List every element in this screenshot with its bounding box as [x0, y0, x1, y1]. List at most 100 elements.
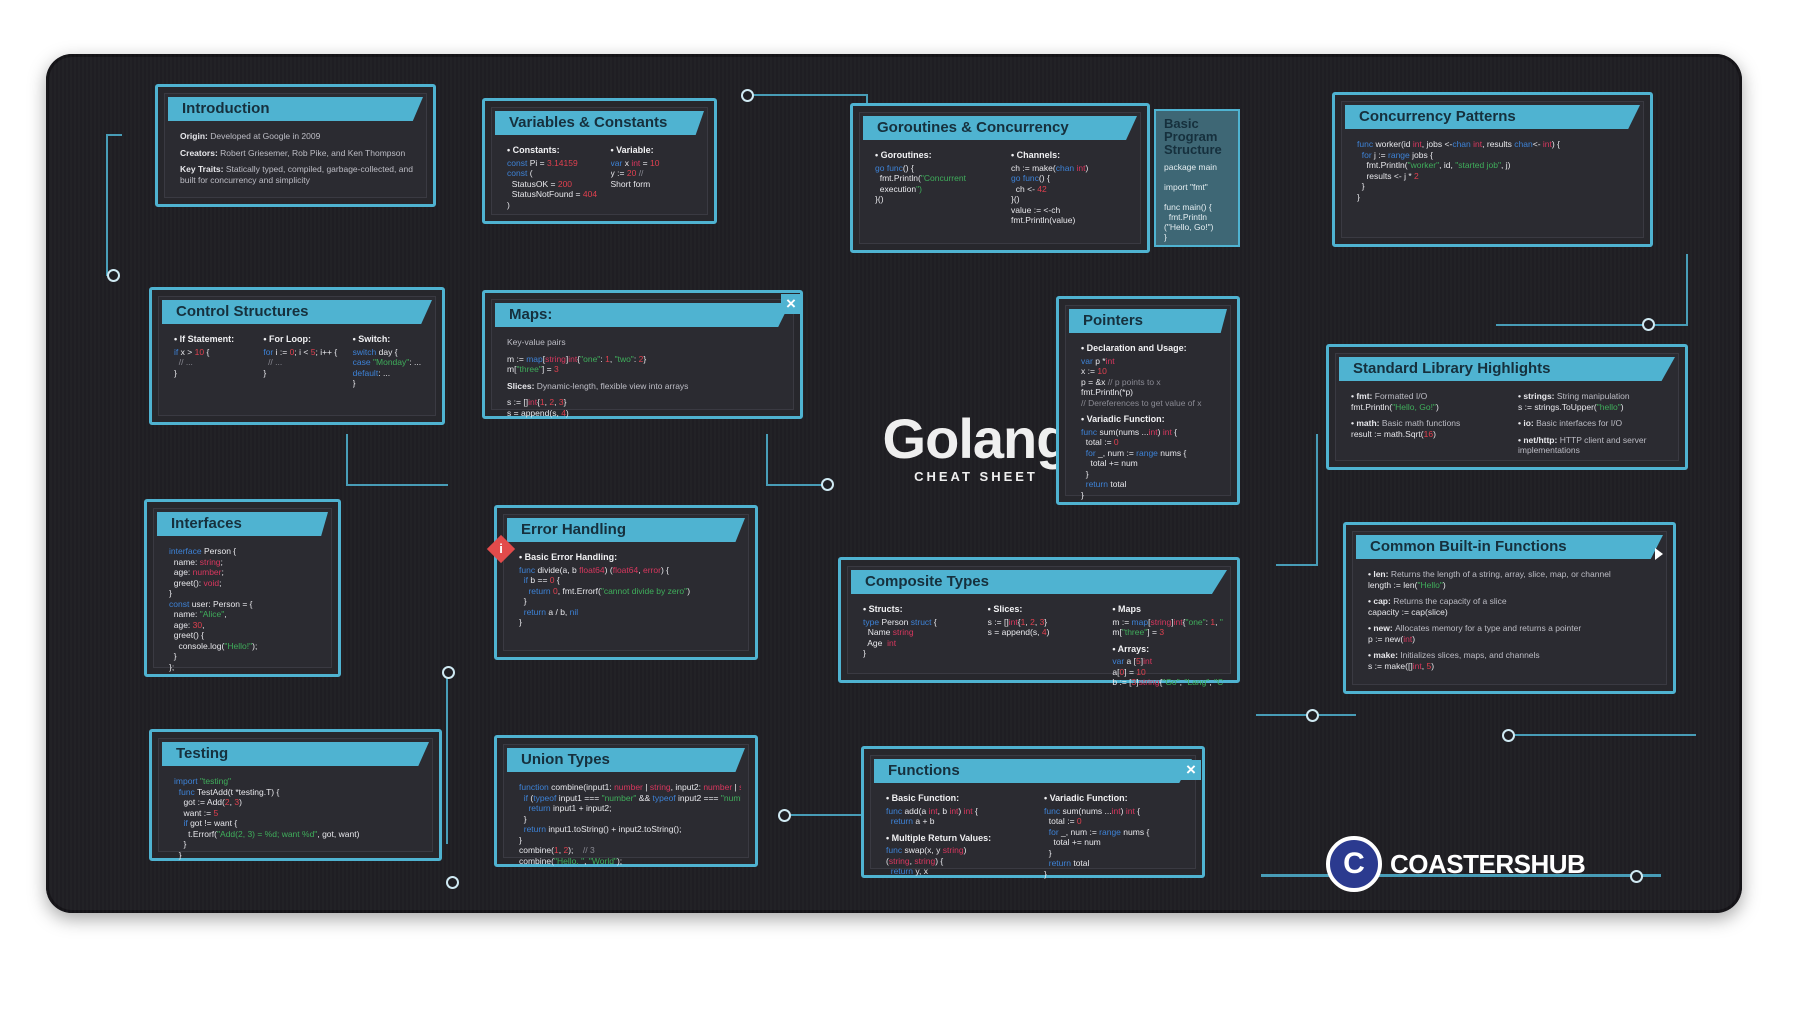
code-line	[1164, 192, 1230, 202]
code-line: const (	[507, 168, 533, 178]
panel-column: • Structs:type Person struct { Name stri…	[863, 604, 974, 672]
close-icon[interactable]: ×	[1181, 760, 1201, 780]
section-heading: • Structs:	[863, 604, 903, 614]
content-block: Creators: Robert Griesemer, Rob Pike, an…	[180, 148, 419, 159]
code-line: want := 5	[183, 807, 219, 818]
arrow-right-icon[interactable]	[1655, 548, 1663, 560]
section-heading: • Multiple Return Values:	[886, 832, 992, 843]
code-line: (string, string) {	[886, 855, 944, 866]
code-line: }()	[875, 194, 884, 204]
code-line: m["three"] = 3	[1112, 627, 1165, 637]
code-line: }	[519, 834, 522, 845]
content-block: m := map[string]int{"one": 1, "two": 2}m…	[507, 354, 786, 375]
code-line: y := 20 //	[610, 168, 644, 178]
panel-title: Introduction	[168, 97, 423, 121]
panel-common-built-in-functions: Common Built-in Functions• len: Returns …	[1343, 522, 1676, 694]
code-line: var p *int	[1081, 355, 1115, 366]
circuit-node	[821, 478, 834, 491]
code-line: interface Person {	[169, 546, 237, 556]
code-line: m := map[string]int{"one": 1, "two": 2}	[507, 353, 647, 364]
code-line: }	[263, 367, 267, 378]
code-line: total += num	[1090, 458, 1138, 468]
code-line: for _, num := range nums {	[1085, 447, 1187, 458]
code-line: return a / b, nil	[523, 606, 579, 617]
term-label: Key Traits:	[180, 164, 226, 174]
code-line: Short form	[610, 178, 651, 189]
circuit-node	[442, 666, 455, 679]
content-block: Origin: Developed at Google in 2009	[180, 131, 419, 142]
code-line: greet(): void;	[173, 577, 222, 588]
description: • cap: Returns the capacity of a slice	[1368, 596, 1659, 607]
panel-title: Standard Library Highlights	[1339, 357, 1675, 381]
panel-pointers: Pointers• Declaration and Usage:var p *i…	[1056, 296, 1240, 505]
circuit-node	[1502, 729, 1515, 742]
code-line: s = append(s, 4)	[507, 407, 569, 418]
code-line: }	[863, 648, 866, 658]
code-line: }	[174, 367, 177, 378]
term-text: Robert Griesemer, Rob Pike, and Ken Thom…	[220, 147, 406, 158]
content-block: • Variadic Function:func sum(nums ...int…	[1044, 793, 1188, 879]
panel-body: • If Statement:if x > 10 { // ...}• For …	[174, 334, 428, 414]
code-line: if x > 10 {	[174, 346, 210, 357]
content-block: • io: Basic interfaces for I/O	[1518, 418, 1671, 429]
code-line: return 0, fmt.Errorf("cannot divide by z…	[528, 585, 691, 596]
panel-body: Key-value pairs m := map[string]int{"one"…	[507, 337, 786, 418]
code-line: ("Hello, Go!")	[1164, 222, 1214, 232]
code-line: m["three"] = 3	[507, 364, 559, 374]
term-text: Initializes slices, maps, and channels	[1400, 650, 1540, 660]
code-line: ch <- 42	[1015, 183, 1047, 194]
term-text: Formatted I/O	[1374, 391, 1428, 401]
cheat-sheet-mat: Golang CHEAT SHEET C COASTERSHUB Introdu…	[46, 54, 1742, 913]
code-line: fmt.Println	[1164, 212, 1207, 222]
code-line: }	[183, 839, 187, 849]
content-block: • Basic Error Handling:func divide(a, b …	[519, 552, 741, 628]
panel-column: func worker(id int, jobs <-chan int, res…	[1357, 139, 1636, 236]
content-block: • len: Returns the length of a string, a…	[1368, 569, 1659, 590]
code-line: if b == 0 {	[523, 575, 560, 585]
content-block: • Slices:s := []int{1, 2, 3}s = append(s…	[988, 604, 1099, 638]
code-line: }	[1164, 232, 1167, 242]
circuit-trace	[1261, 874, 1661, 877]
code-line: p = &x // p points to x	[1081, 376, 1161, 387]
content-block: • For Loop:for i := 0; i < 5; i++ { // .…	[263, 334, 338, 378]
circuit-trace	[1506, 734, 1696, 736]
code-line: }	[1357, 191, 1360, 202]
term-text: Statically typed, compiled, garbage-coll…	[180, 164, 413, 185]
close-icon[interactable]: ×	[781, 294, 801, 314]
code-line: }	[178, 849, 182, 860]
term-text: Basic math functions	[1381, 418, 1461, 428]
code-line: }	[1361, 181, 1365, 191]
code-line: func sum(nums ...int) int {	[1081, 426, 1178, 437]
code-line: name: string;	[173, 556, 223, 567]
term-text: Dynamic-length, flexible view into array…	[536, 380, 689, 391]
section-heading: • For Loop:	[263, 334, 311, 344]
code-line: return input1 + input2;	[528, 803, 612, 813]
code-line: // ...	[178, 357, 193, 367]
term-text: Returns the capacity of a slice	[1393, 596, 1507, 606]
code-line: }	[1085, 468, 1089, 479]
code-line: age: 30,	[173, 619, 205, 630]
description: • strings: String manipulation	[1518, 391, 1671, 402]
circuit-trace	[106, 134, 122, 276]
description: • make: Initializes slices, maps, and ch…	[1368, 650, 1659, 661]
code-line: const Pi = 3.14159	[507, 157, 578, 168]
term-label: • strings:	[1518, 391, 1557, 401]
code-line: return y, x	[890, 866, 928, 876]
term-text: String manipulation	[1556, 391, 1630, 401]
content-block: Key Traits: Statically typed, compiled, …	[180, 164, 419, 185]
brand-mark-icon: C	[1326, 836, 1382, 892]
description: • net/http: HTTP client and server imple…	[1518, 435, 1671, 456]
description: Key Traits: Statically typed, compiled, …	[180, 164, 419, 185]
code-line: age: number;	[173, 567, 224, 577]
circuit-node	[778, 809, 791, 822]
term-text: Developed at Google in 2009	[210, 131, 321, 141]
term-text: Key-value pairs	[507, 337, 566, 347]
